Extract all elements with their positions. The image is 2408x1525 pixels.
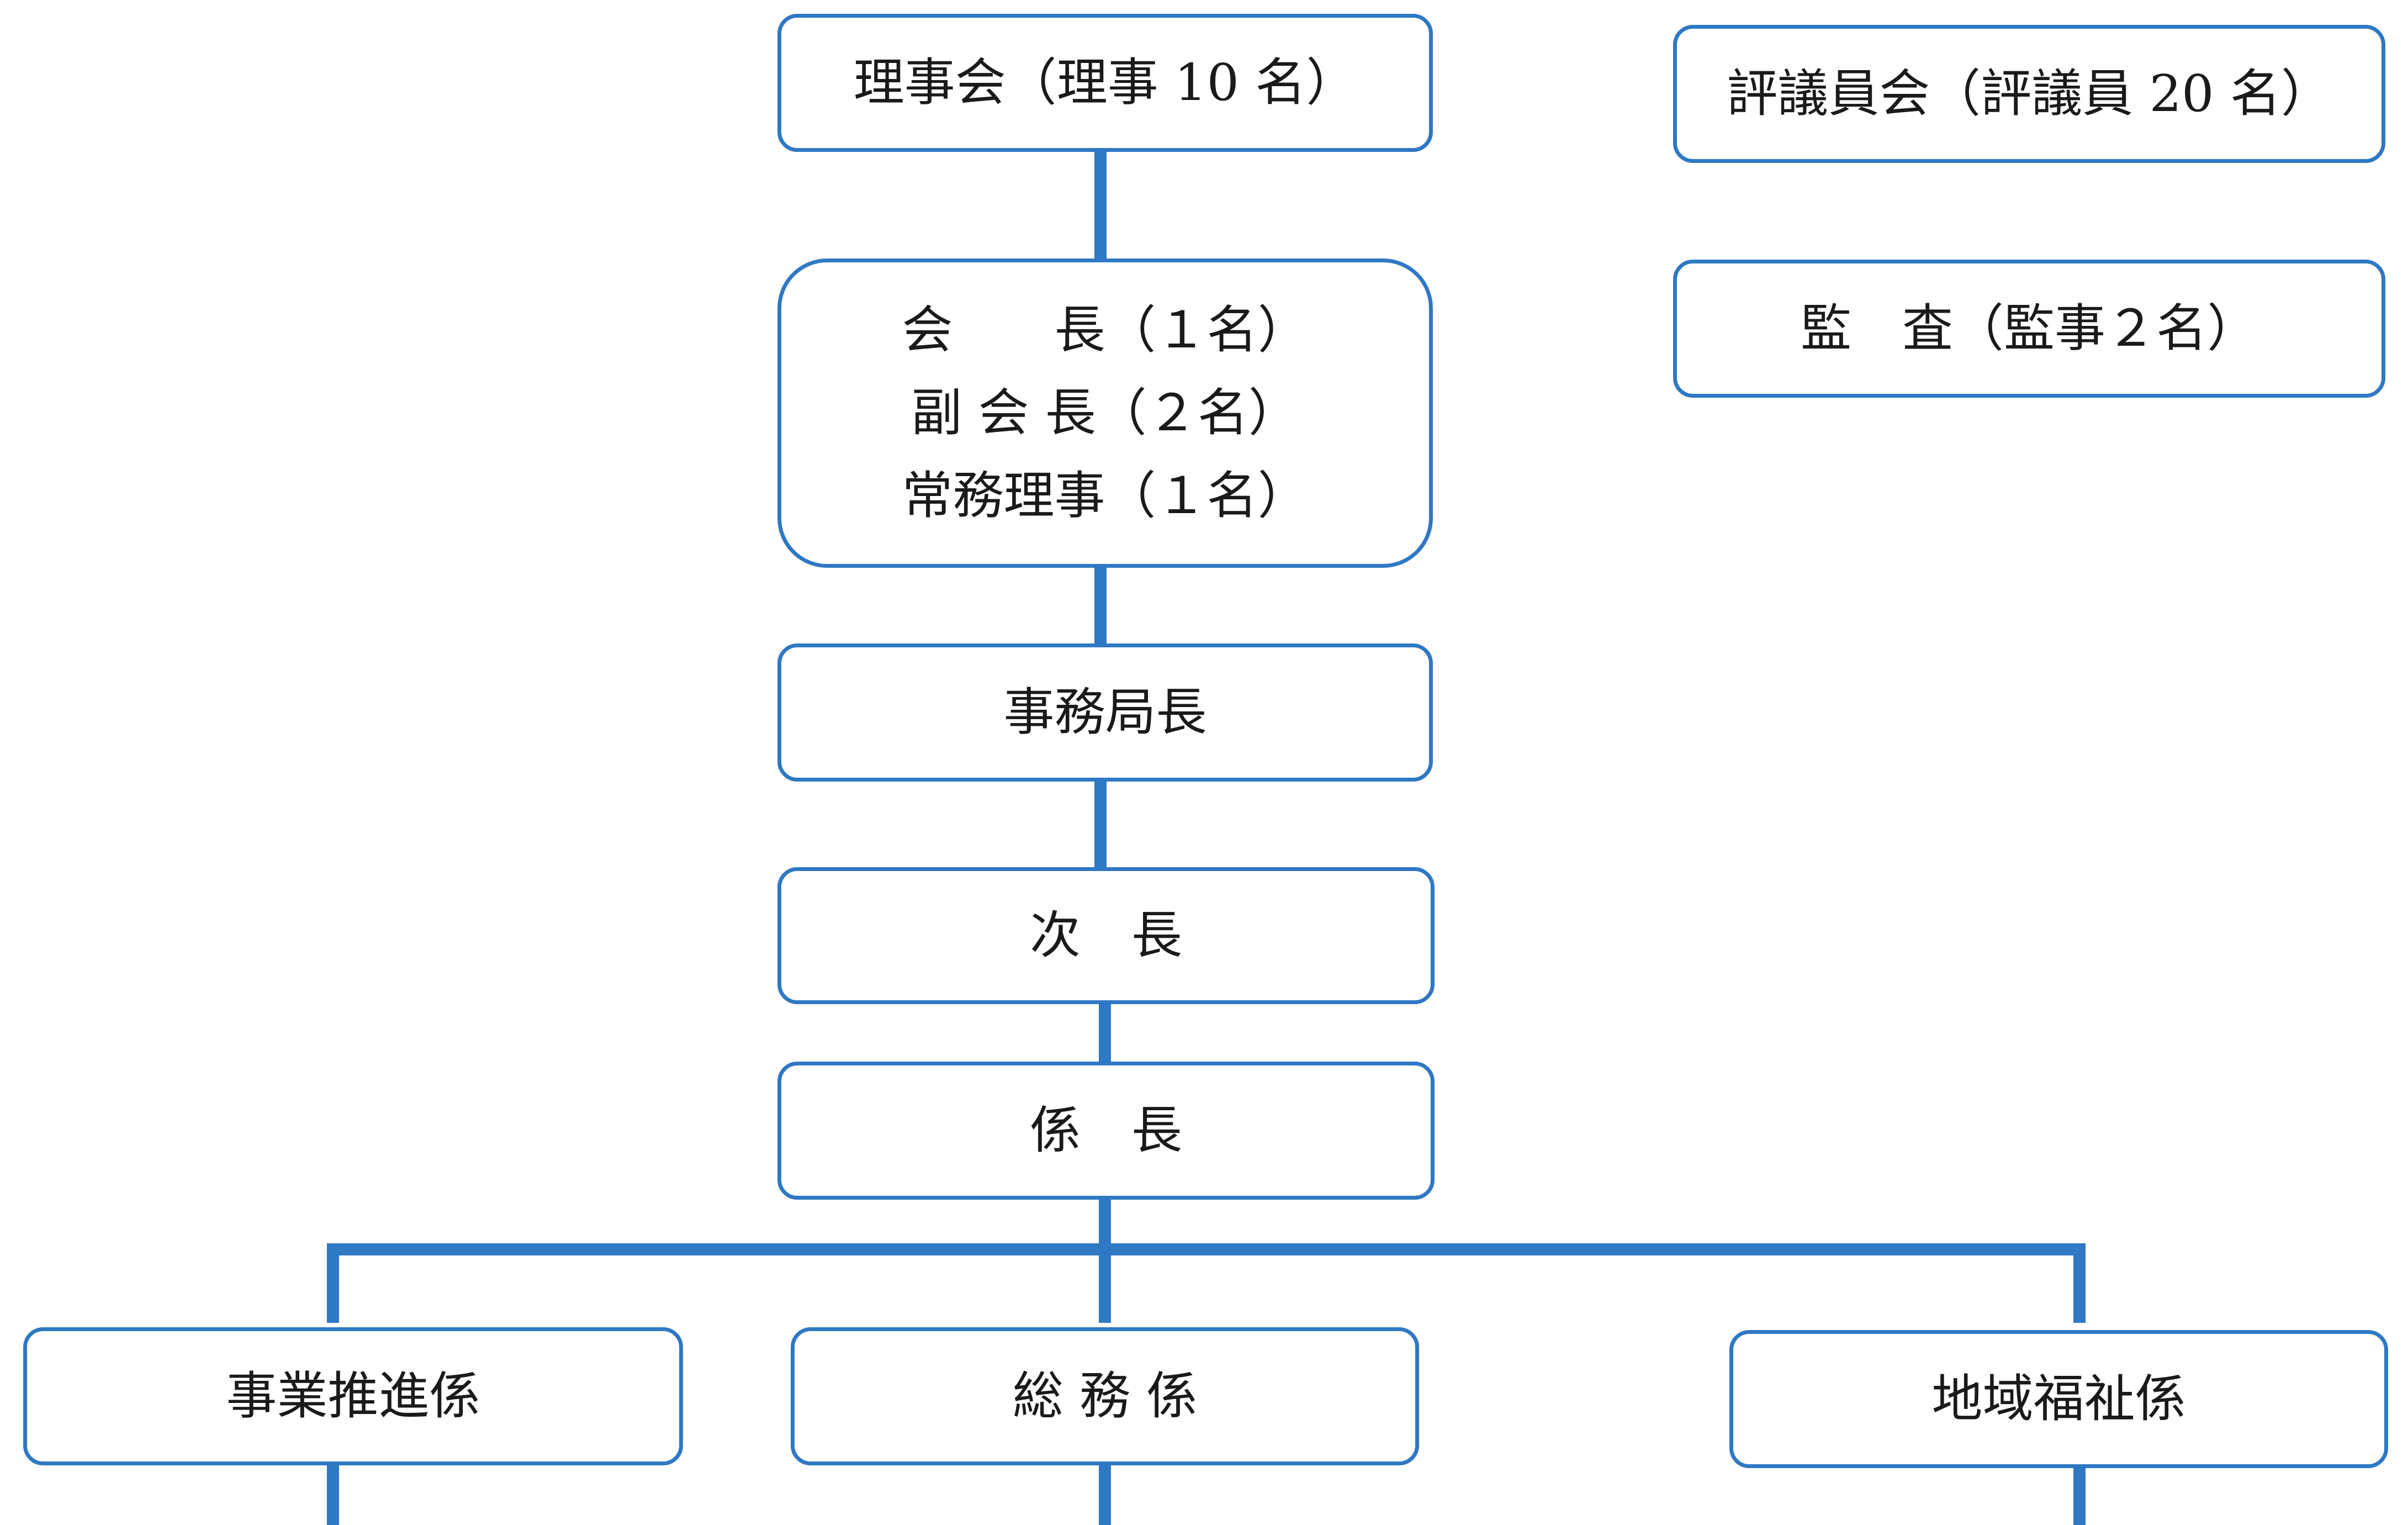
- auditors-box: 監 査（監事２名）: [1673, 260, 2385, 398]
- board-box: 理事会（理事 10 名）: [777, 14, 1433, 152]
- secretary-general-box: 事務局長: [777, 643, 1433, 782]
- board-label: 理事会（理事 10 名）: [853, 53, 1357, 112]
- connector-secretary-deputy: [1094, 779, 1107, 870]
- deputy-label: 次 長: [1029, 906, 1182, 965]
- executive-vice-chairman: 副 会 長（２名）: [911, 383, 1299, 442]
- connector-board-executives: [1094, 149, 1107, 260]
- connector-chief-branch: [1099, 1196, 1111, 1323]
- section-community-welfare-label: 地域福祉係: [1931, 1369, 2186, 1428]
- executive-chairman: 会 長（１名）: [902, 300, 1309, 360]
- section-business-box: 事業推進係: [23, 1327, 683, 1465]
- connector-branch-left: [327, 1243, 339, 1323]
- connector-branch-right: [2073, 1243, 2086, 1323]
- connector-horizontal-branch: [327, 1243, 2086, 1255]
- section-chief-box: 係 長: [777, 1062, 1435, 1200]
- section-general-affairs-label: 総 務 係: [1012, 1366, 1198, 1426]
- deputy-box: 次 長: [777, 867, 1435, 1004]
- executives-box: 会 長（１名） 副 会 長（２名） 常務理事（１名）: [777, 258, 1433, 568]
- connector-tail-left: [327, 1461, 339, 1525]
- section-general-affairs-box: 総 務 係: [791, 1327, 1419, 1465]
- council-label: 評議員会（評議員 20 名）: [1727, 64, 2332, 123]
- section-business-label: 事業推進係: [226, 1366, 480, 1426]
- section-chief-label: 係 長: [1029, 1101, 1182, 1160]
- section-community-welfare-box: 地域福祉係: [1729, 1330, 2388, 1468]
- connector-deputy-chief: [1099, 1000, 1111, 1066]
- connector-executives-secretary: [1094, 563, 1107, 646]
- auditors-label: 監 査（監事２名）: [1800, 299, 2258, 358]
- executive-managing-director: 常務理事（１名）: [902, 466, 1309, 525]
- connector-tail-right: [2073, 1461, 2086, 1525]
- secretary-general-label: 事務局長: [1003, 683, 1207, 742]
- council-box: 評議員会（評議員 20 名）: [1673, 25, 2385, 163]
- connector-tail-center: [1099, 1461, 1111, 1525]
